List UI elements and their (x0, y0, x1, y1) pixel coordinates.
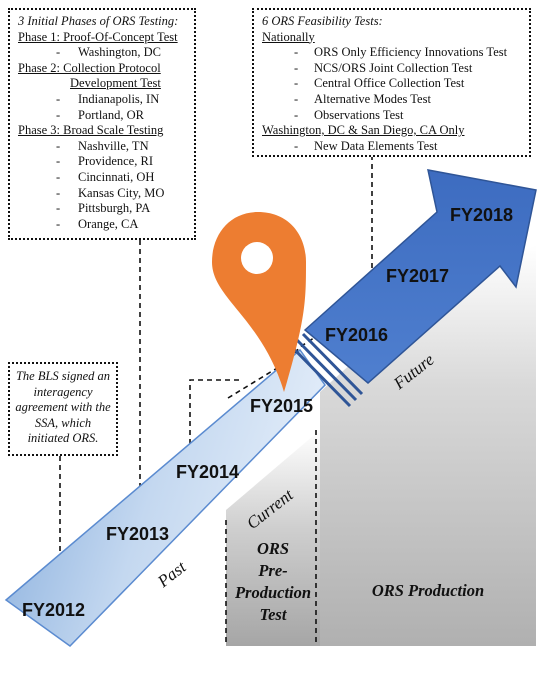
phase3-heading: Phase 3: Broad Scale Testing (18, 123, 164, 138)
preproduction-zone (226, 430, 320, 646)
list-item: -Alternative Modes Test (294, 91, 431, 106)
zone-line: Pre- (258, 561, 288, 580)
year-label-fy2018: FY2018 (450, 205, 514, 225)
phase2-heading-cont: Development Test (70, 76, 161, 91)
list-item: -Portland, OR (56, 107, 144, 122)
list-item: -Providence, RI (56, 154, 153, 169)
list-item: -Orange, CA (56, 216, 139, 231)
zone-line: ORS (256, 539, 290, 558)
list-item: -Pittsburgh, PA (56, 201, 151, 216)
phase1-heading: Phase 1: Proof-Of-Concept Test (18, 29, 178, 44)
year-label-fy2017: FY2017 (386, 266, 450, 286)
zone-line: Test (259, 605, 287, 624)
nationally-heading: Nationally (262, 29, 315, 44)
list-item: -New Data Elements Test (294, 138, 438, 153)
future-arrow (303, 169, 537, 384)
arrow-separator (289, 332, 364, 408)
phases-title: 3 Initial Phases of ORS Testing: (18, 14, 179, 28)
zone-line: Production (234, 583, 312, 602)
regional-heading: Washington, DC & San Diego, CA Only (262, 123, 465, 138)
location-pin-icon (212, 212, 306, 392)
production-zone-label: ORS Production (371, 581, 485, 600)
feasibility-tests-box: 6 ORS Feasibility Tests: Nationally -ORS… (252, 8, 531, 157)
year-label-fy2016: FY2016 (325, 325, 389, 345)
list-item: -Observations Test (294, 107, 404, 122)
list-item: -Central Office Collection Test (294, 76, 465, 91)
preproduction-zone-label: ORS Pre- Production Test (226, 538, 320, 626)
year-label-fy2012: FY2012 (22, 600, 86, 620)
year-label-fy2013: FY2013 (106, 524, 170, 544)
list-item: -NCS/ORS Joint Collection Test (294, 60, 473, 75)
initial-phases-box: 3 Initial Phases of ORS Testing: Phase 1… (8, 8, 196, 240)
past-arrow-band (4, 348, 326, 647)
bls-agreement-box: The BLS signed an interagency agreement … (8, 362, 118, 456)
list-item: -Nashville, TN (56, 138, 149, 153)
list-item: -ORS Only Efficiency Innovations Test (294, 45, 508, 60)
tests-title: 6 ORS Feasibility Tests: (262, 14, 383, 28)
list-item: -Indianapolis, IN (56, 91, 160, 106)
list-item: -Washington, DC (56, 45, 162, 60)
list-item: -Cincinnati, OH (56, 169, 155, 184)
year-label-fy2015: FY2015 (250, 396, 314, 416)
phase2-heading: Phase 2: Collection Protocol (18, 60, 161, 75)
year-label-fy2014: FY2014 (176, 462, 240, 482)
list-item: -Kansas City, MO (56, 185, 165, 200)
